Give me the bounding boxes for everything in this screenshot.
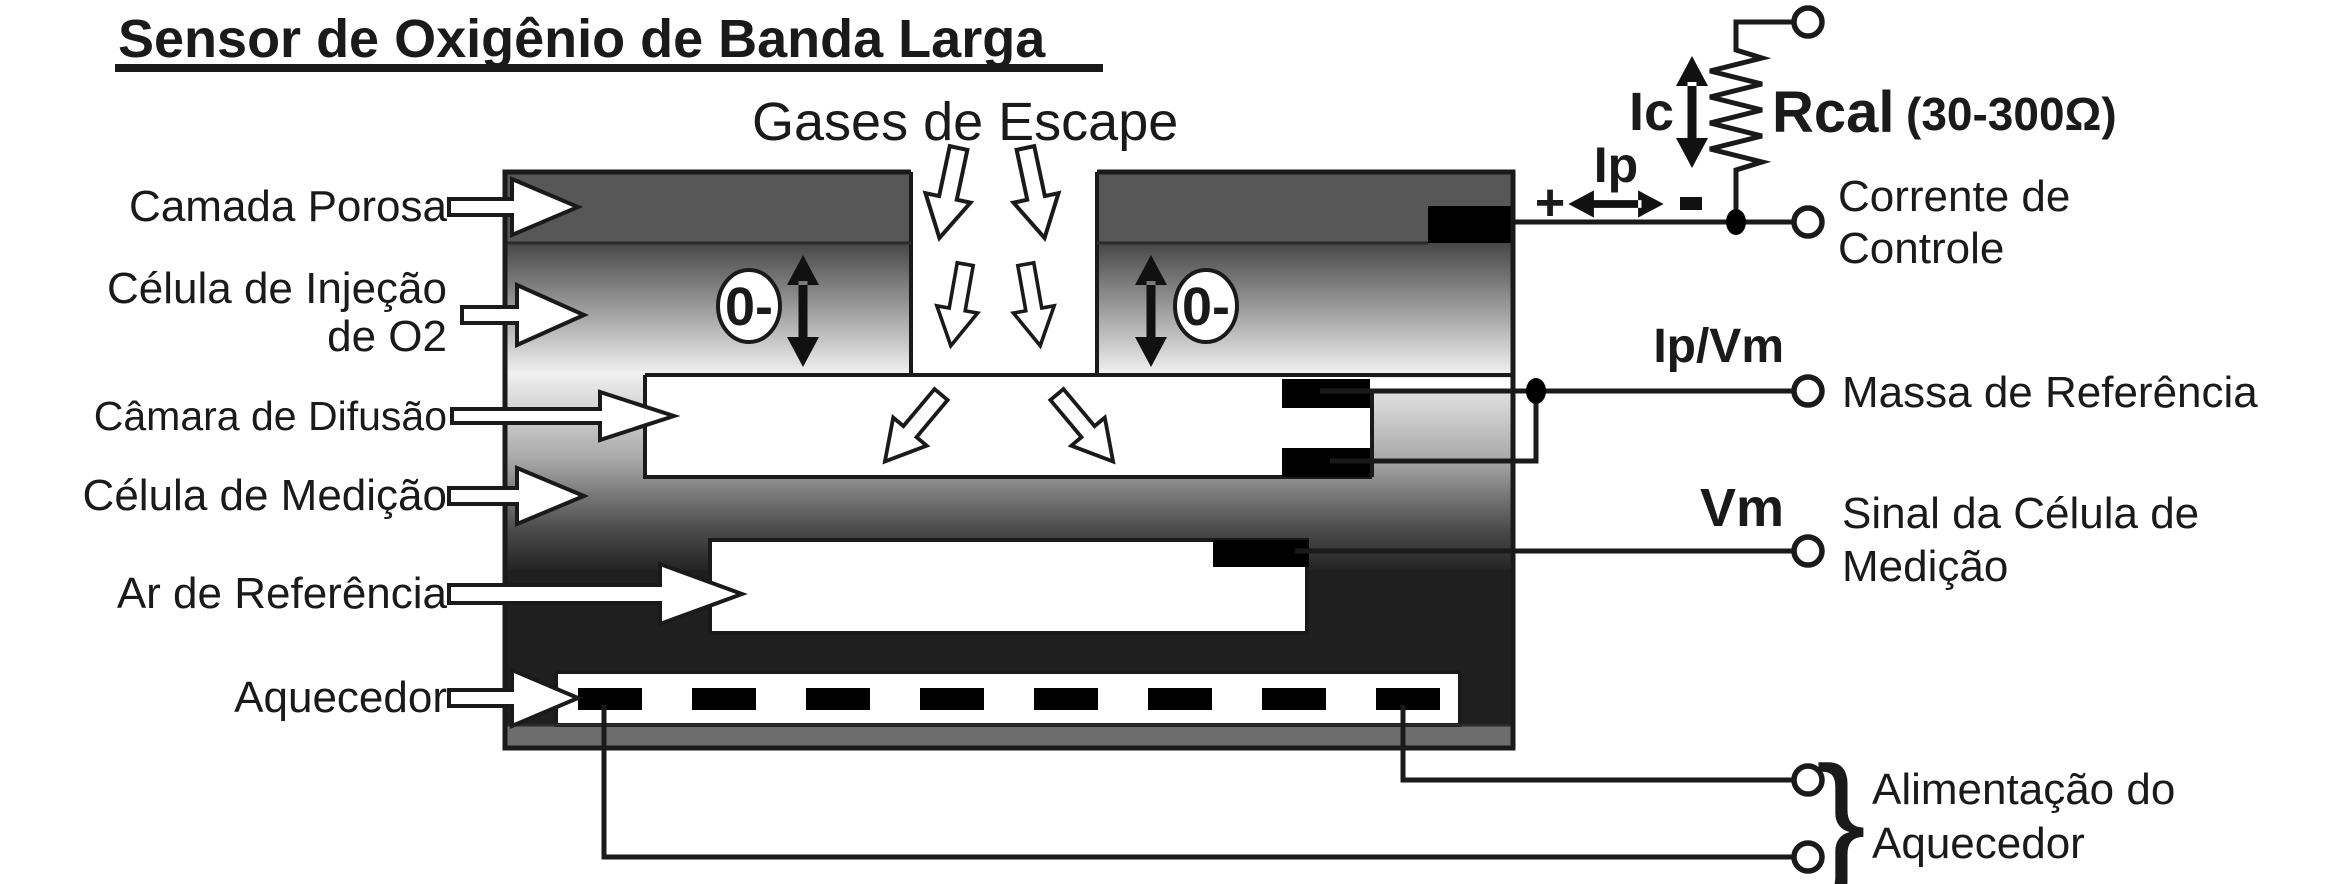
vm-label: Vm xyxy=(1700,478,1784,538)
celula-medicao-arrow xyxy=(447,464,590,528)
text-labels: Sensor de Oxigênio de Banda Larga Gases … xyxy=(83,9,2259,884)
oxygen-ion-marker-left: 0- xyxy=(716,255,819,367)
layer-boundary-lines xyxy=(505,241,1513,727)
ip-vm-label: Ip/Vm xyxy=(1653,320,1784,373)
label-callout-arrows xyxy=(447,175,748,730)
heater-brace: } xyxy=(1816,735,1866,884)
celula-injecao-label-line1: Célula de Injeção xyxy=(107,264,447,313)
ar-referencia-arrow xyxy=(447,561,748,627)
plus-sign: + xyxy=(1535,174,1565,232)
circuit-wiring xyxy=(601,5,1825,874)
alimentacao-label-line1: Alimentação do xyxy=(1872,765,2175,814)
bottom-electrode-link-wire xyxy=(1330,391,1539,464)
heater-supply-wire-2 xyxy=(1400,705,1794,783)
sinal-celula-label-line1: Sinal da Célula de xyxy=(1842,489,2199,538)
measuring-cell-electrode xyxy=(1213,540,1309,567)
heater-supply-wire-1 xyxy=(601,705,1794,860)
base-substrate-layer xyxy=(505,725,1513,748)
pump-cell-electrode xyxy=(1428,206,1513,243)
gases-label: Gases de Escape xyxy=(752,92,1178,152)
ion-label: 0- xyxy=(1182,277,1230,337)
ic-direction-arrow xyxy=(1676,56,1708,168)
junction-dot xyxy=(1726,209,1746,235)
title-underline xyxy=(115,64,1103,72)
ion-label: 0- xyxy=(725,277,773,337)
junction-dot xyxy=(1526,378,1546,404)
minus-sign xyxy=(1680,197,1702,210)
aquecedor-label: Aquecedor xyxy=(234,673,447,722)
oxygen-ion-marker-right: 0- xyxy=(1135,255,1239,367)
control-current-terminal xyxy=(1791,205,1825,239)
rcal-label: Rcal xyxy=(1772,80,1895,145)
sensor-outer-border xyxy=(502,169,1516,751)
celula-injecao-label-line2: de O2 xyxy=(327,312,447,361)
camada-porosa-label: Camada Porosa xyxy=(129,182,447,231)
rcal-resistor xyxy=(1709,19,1794,222)
rcal-top-terminal xyxy=(1791,5,1825,39)
camada-porosa-arrow xyxy=(447,175,584,239)
diffusion-chamber-channel xyxy=(1372,378,1513,391)
aquecedor-arrow xyxy=(447,666,584,730)
corrente-controle-label-line2: Controle xyxy=(1838,224,2004,273)
reference-ground-terminal xyxy=(1791,374,1825,408)
ip-direction-arrow xyxy=(1568,190,1664,218)
alimentacao-label-line2: Aquecedor xyxy=(1872,819,2085,868)
sinal-celula-label-line2: Medição xyxy=(1842,542,2008,591)
ion-circle xyxy=(716,268,782,344)
heater-terminal-1 xyxy=(1791,763,1825,797)
camara-difusao-label: Câmara de Difusão xyxy=(94,393,447,439)
camara-difusao-arrow xyxy=(450,389,681,443)
celula-medicao-label: Célula de Medição xyxy=(83,471,447,520)
ar-referencia-label: Ar de Referência xyxy=(117,569,448,618)
sensor-body xyxy=(502,160,1516,751)
celula-injecao-arrow xyxy=(460,281,589,349)
measuring-signal-terminal xyxy=(1791,534,1825,568)
rcal-range-label: (30-300Ω) xyxy=(1906,88,2117,140)
heater-terminal-2 xyxy=(1791,840,1825,874)
ip-label: Ip xyxy=(1594,137,1638,193)
diffusion-chamber-cavity xyxy=(645,375,1372,477)
corrente-controle-label-line1: Corrente de xyxy=(1838,172,2070,221)
page-title: Sensor de Oxigênio de Banda Larga xyxy=(118,9,1046,69)
ic-label: Ic xyxy=(1629,82,1674,142)
ion-circle xyxy=(1173,268,1239,344)
massa-referencia-label: Massa de Referência xyxy=(1842,368,2258,417)
